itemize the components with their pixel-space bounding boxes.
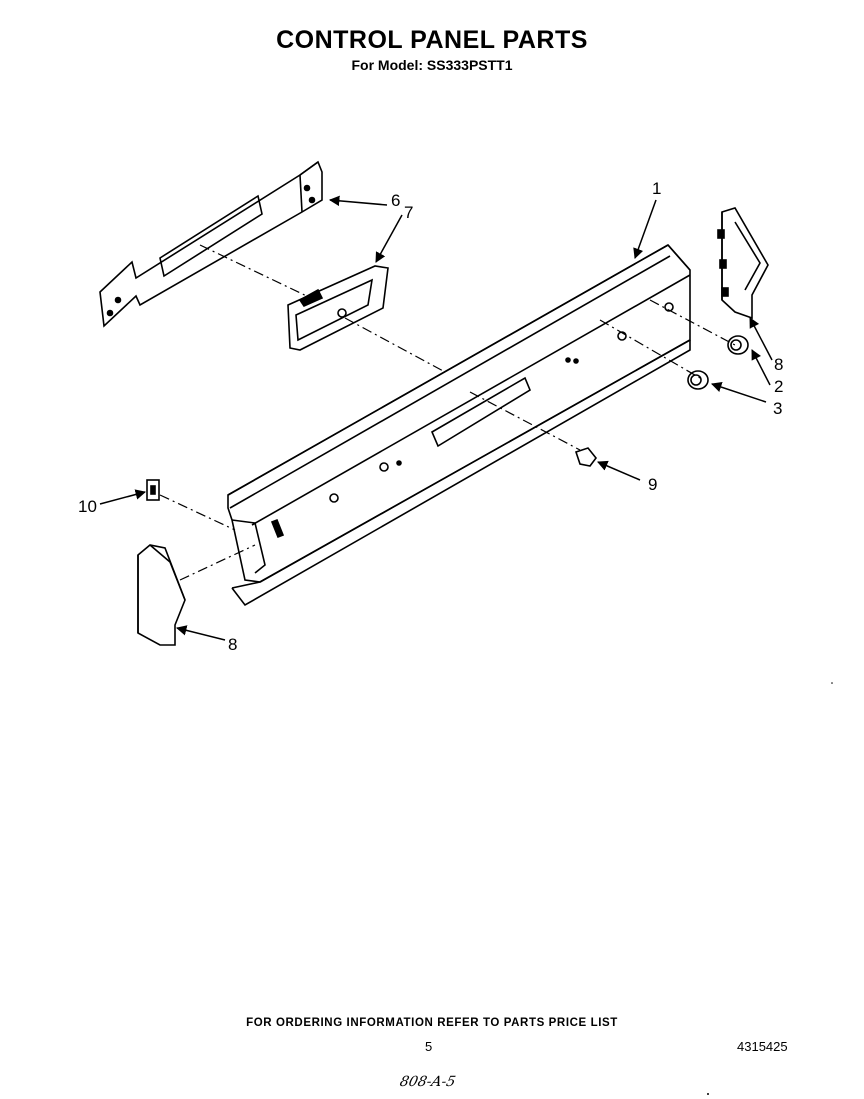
end-cap-right-part-8 bbox=[717, 207, 769, 320]
callout-2: 2 bbox=[774, 377, 783, 396]
display-module-part-7 bbox=[287, 265, 389, 351]
stray-mark bbox=[831, 682, 833, 684]
callout-3: 3 bbox=[773, 399, 782, 418]
clip-part-10 bbox=[146, 479, 160, 501]
page-number: 5 bbox=[425, 1039, 433, 1054]
document-number: 4315425 bbox=[737, 1039, 788, 1054]
knob-part-3 bbox=[687, 370, 709, 390]
model-subtitle: For Model: SS333PSTT1 bbox=[351, 57, 513, 73]
end-cap-left-part-8 bbox=[137, 544, 186, 646]
ordering-info-note: FOR ORDERING INFORMATION REFER TO PARTS … bbox=[246, 1017, 618, 1029]
callout-8-right: 8 bbox=[774, 355, 783, 374]
callout-1: 1 bbox=[652, 179, 661, 198]
callout-6: 6 bbox=[391, 191, 400, 210]
knob-part-2 bbox=[727, 335, 749, 355]
button-part-9 bbox=[574, 447, 598, 467]
callout-7: 7 bbox=[404, 203, 413, 222]
control-panel-part-1 bbox=[227, 243, 691, 607]
leader-arrows bbox=[99, 195, 773, 641]
stray-mark bbox=[707, 1093, 709, 1095]
alignment-lines bbox=[159, 244, 736, 581]
callout-10: 10 bbox=[78, 497, 97, 516]
callout-9: 9 bbox=[648, 475, 657, 494]
mounting-bracket-part-6 bbox=[99, 160, 323, 328]
page-title: CONTROL PANEL PARTS bbox=[276, 26, 588, 54]
handwritten-code: 808-A-5 bbox=[398, 1074, 457, 1090]
callout-8-left: 8 bbox=[228, 635, 237, 654]
